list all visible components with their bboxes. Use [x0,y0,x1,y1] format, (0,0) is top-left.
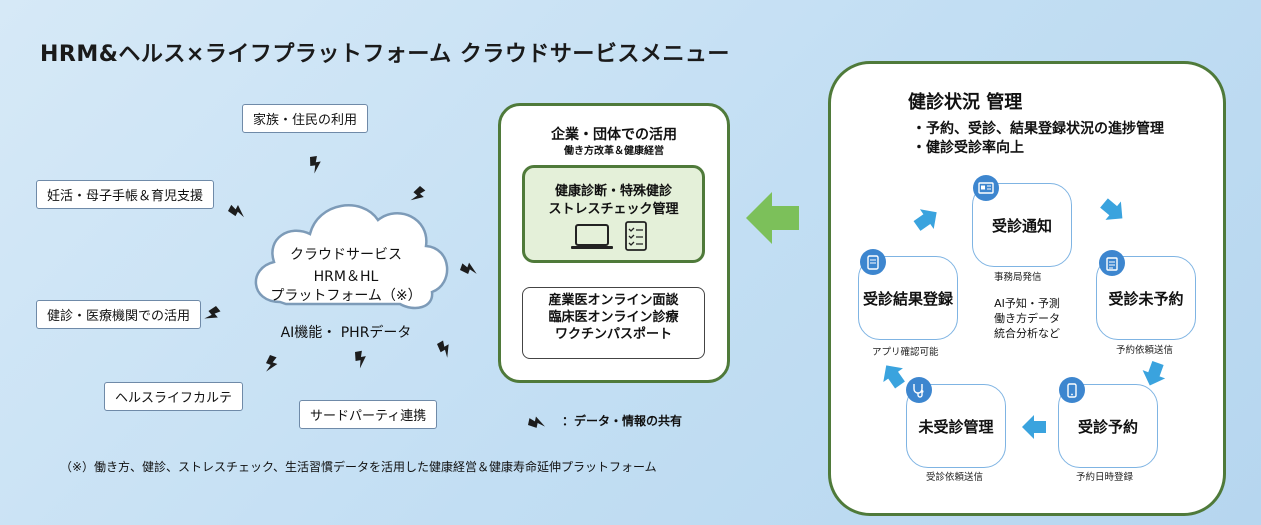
node-notice-label: 受診通知 [991,216,1052,235]
page-title: HRM&ヘルス×ライフプラットフォーム クラウドサービスメニュー [40,42,730,67]
checkup-line1: 健康診断・特殊健診 [554,184,672,199]
enterprise-subtitle: 働き方改革＆健康経営 [564,146,664,157]
node-reserve-label: 受診予約 [1077,417,1138,436]
node-unreserved-label: 受診未予約 [1108,289,1184,308]
status-bullet-1: ・予約、受診、結果登録状況の進捗管理 [912,121,1164,137]
tag-family: 家族・住民の利用 [242,104,369,133]
cycle-arrow-icon [1096,193,1131,228]
cycle-arrow-icon [1022,415,1046,439]
cloud-icon [254,204,449,310]
online-line2: 臨床医オンライン診療 [548,310,679,325]
node-result-label: 受診結果登録 [862,289,953,308]
bolt-icon [408,185,428,206]
center-line-2: 働き方データ [994,312,1060,325]
bolt-icon [309,155,323,174]
node-result-sub: アプリ確認可能 [872,347,939,358]
bolt-icon [459,260,480,277]
cloud-ai-label: AI機能・ PHRデータ [280,325,412,341]
tag-medical: 健診・医療機関での活用 [36,300,202,329]
status-title: 健診状況 管理 [908,92,1023,113]
smartphone-icon [1059,377,1085,403]
node-unreserved-sub: 予約依頼送信 [1116,345,1174,356]
cycle-arrows [876,193,1170,439]
tag-pregnancy: 妊活・母子手帳＆育児支援 [36,180,215,209]
cloud-label: クラウドサービス [290,247,402,263]
footnote: （※）働き方、健診、ストレスチェック、生活習慣データを活用した健康経営＆健康寿命… [60,460,657,474]
bolt-icon [202,305,223,325]
bolt-icon [227,202,248,220]
cycle-arrow-icon [1138,358,1170,390]
tag-karte: ヘルスライフカルテ [104,382,244,411]
node-unexamined-sub: 受診依頼送信 [926,472,984,483]
legend-label: ：データ・情報の共有 [562,414,683,428]
bolt-icon [263,354,280,375]
online-line1: 産業医オンライン面談 [548,293,679,308]
cycle-arrow-icon [910,202,944,236]
center-line-3: 統合分析など [994,327,1060,340]
bolt-icon [436,339,455,360]
bolt-icon [527,415,547,430]
left-arrow-icon [746,192,799,244]
node-reserve-sub: 予約日時登録 [1076,472,1134,483]
online-line3: ワクチンパスポート [554,327,672,342]
cloud-platform-label: プラットフォーム（※） [270,288,422,304]
node-notice-sub: 事務局発信 [994,272,1042,283]
online-services-box: 産業医オンライン面談 臨床医オンライン診療 ワクチンパスポート [522,287,705,359]
id-card-icon [973,175,999,201]
laptop-icon [571,224,613,249]
tag-third-party: サードパーティ連携 [299,400,438,429]
status-bullet-2: ・健診受診率向上 [912,140,1024,156]
clipboard-icon [1099,250,1125,276]
enterprise-title: 企業・団体での活用 [551,127,677,143]
checklist-icon [625,221,647,251]
cycle-arrow-icon [876,358,910,392]
tablet-icon [860,249,886,275]
checkup-line2: ストレスチェック管理 [548,202,679,217]
center-line-1: AI予知・予測 [994,297,1060,310]
bolt-icon [354,350,368,369]
checkup-box [522,165,705,263]
stethoscope-icon [906,377,932,403]
cloud-platform-name: HRM＆HL [313,269,379,285]
center-analysis: AI予知・予測 働き方データ 統合分析など [972,296,1082,341]
node-unexamined-label: 未受診管理 [918,417,994,436]
